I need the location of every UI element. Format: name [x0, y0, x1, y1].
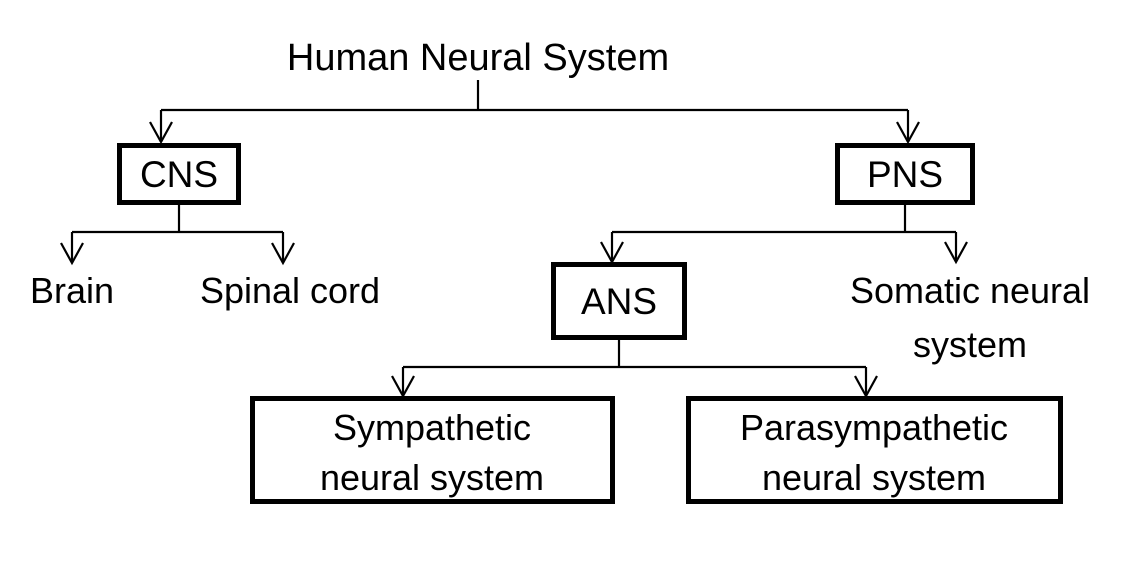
node-label-somatic-line2: system	[913, 324, 1027, 365]
node-label-parasympathetic-line2: neural system	[762, 457, 986, 498]
node-parasympathetic[interactable]: Parasympathetic neural system	[686, 396, 1063, 504]
node-label-pns: PNS	[867, 154, 943, 195]
arrowhead-spinal-cord	[271, 242, 295, 266]
node-ans-box	[551, 262, 687, 340]
node-label-sympathetic-line1: Sympathetic	[333, 407, 531, 448]
edge-root-to-children	[149, 80, 920, 145]
node-label-somatic-line1: Somatic neural	[850, 270, 1090, 311]
arrowhead-pns	[896, 121, 920, 145]
node-label-spinal-cord: Spinal cord	[200, 270, 380, 311]
node-sympathetic-box	[250, 396, 615, 504]
edge-cns-to-children	[60, 205, 295, 266]
edge-pns-to-children	[600, 205, 968, 265]
node-label-sympathetic-line2: neural system	[320, 457, 544, 498]
edge-ans-to-children	[391, 340, 878, 399]
node-label-root: Human Neural System	[287, 37, 669, 79]
arrowhead-brain	[60, 242, 84, 266]
node-pns[interactable]: PNS	[835, 143, 975, 205]
arrowhead-somatic	[944, 241, 968, 265]
node-somatic: Somatic neural system	[850, 270, 1090, 365]
node-pns-box	[835, 143, 975, 205]
node-parasympathetic-box	[686, 396, 1063, 504]
node-label-parasympathetic-line1: Parasympathetic	[740, 407, 1008, 448]
arrowhead-cns	[149, 121, 173, 145]
node-label-brain: Brain	[30, 270, 114, 311]
node-label-cns: CNS	[140, 154, 218, 195]
node-sympathetic[interactable]: Sympathetic neural system	[250, 396, 615, 504]
node-cns-box	[117, 143, 241, 205]
node-label-ans: ANS	[581, 281, 657, 322]
node-ans[interactable]: ANS	[551, 262, 687, 340]
node-cns[interactable]: CNS	[117, 143, 241, 205]
